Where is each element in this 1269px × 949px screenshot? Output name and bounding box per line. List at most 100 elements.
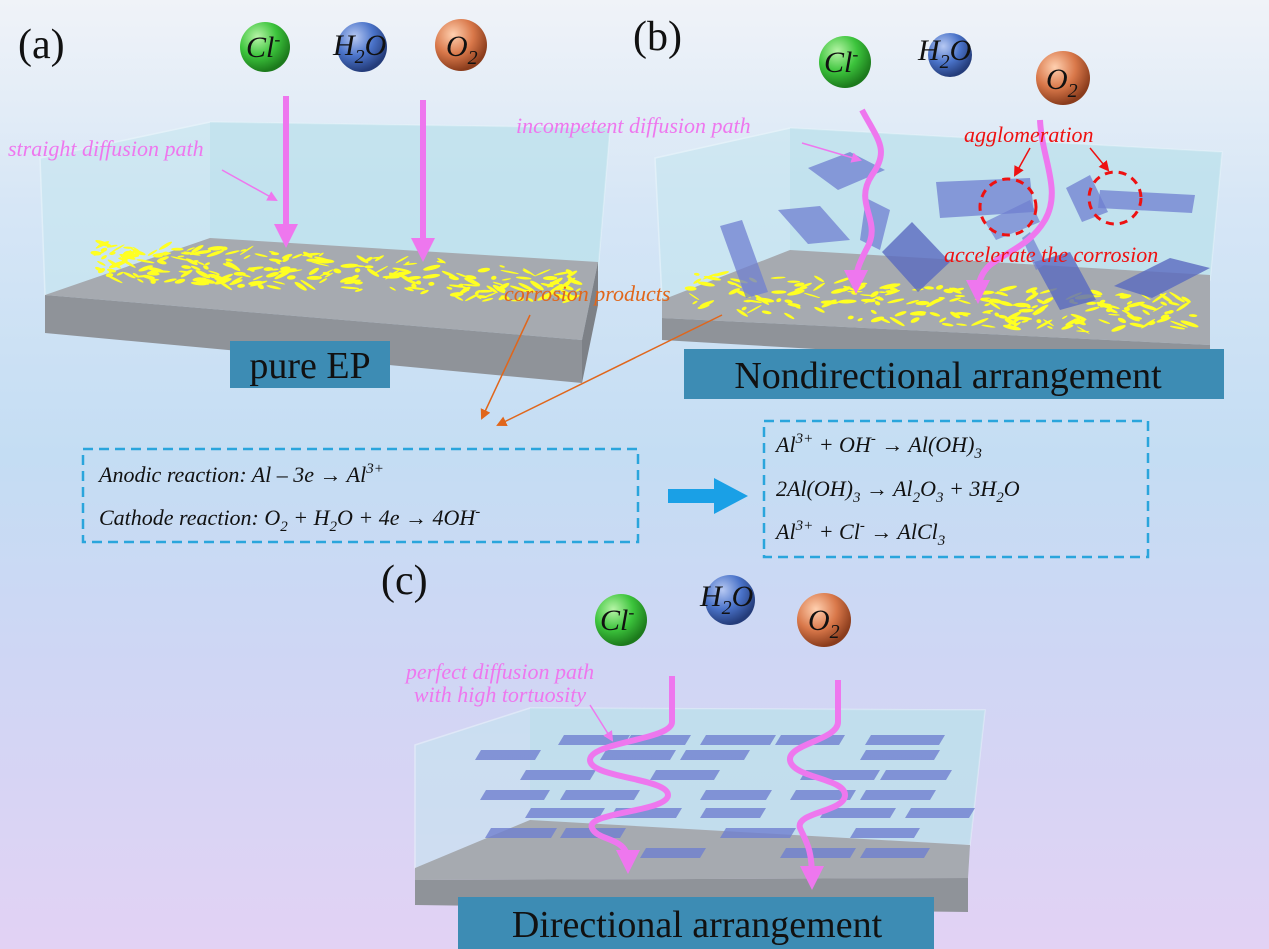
flake	[790, 790, 856, 800]
corrosion-speck	[441, 270, 456, 278]
agglomeration-circle-1	[978, 177, 1038, 237]
corrosion-speck	[225, 261, 241, 272]
corrosion-speck	[955, 323, 968, 326]
flake	[905, 808, 975, 818]
corrosion-speck	[97, 260, 106, 266]
corrosion-speck	[190, 281, 207, 286]
corrosion-speck	[249, 280, 268, 287]
o2-label-c: O2	[808, 604, 840, 643]
corrosion-speck	[240, 249, 247, 252]
aligned-flakes	[475, 735, 975, 858]
cl-ion-ball-a	[240, 22, 290, 72]
corrosion-speck	[1013, 302, 1030, 308]
corrosion-speck	[713, 271, 729, 277]
corrosion-speck	[464, 277, 481, 286]
corrosion-speck	[319, 278, 328, 284]
flake	[860, 750, 940, 760]
corrosion-speck	[1148, 321, 1156, 326]
corrosion-speck	[728, 288, 740, 295]
corrosion-speck	[847, 315, 854, 320]
corrosion-speck	[1061, 315, 1068, 320]
corrosion-speck	[1047, 326, 1053, 329]
corrosion-speck	[1005, 311, 1022, 321]
corrosion-speck	[130, 248, 143, 255]
panel-c: perfect diffusion path with high tortuos…	[381, 558, 986, 949]
corrosion-speck	[404, 287, 414, 292]
cl-ion-ball-c	[595, 594, 647, 646]
corrosion-speck	[1025, 292, 1039, 302]
corrosion-speck	[1021, 319, 1029, 323]
corrosion-products-b	[684, 271, 1199, 334]
corrosion-speck	[771, 290, 787, 294]
corrosion-speck	[423, 267, 433, 271]
corrosion-speck	[392, 267, 410, 272]
corrosion-speck	[459, 286, 471, 294]
corrosion-speck	[982, 309, 994, 314]
corrosion-speck	[515, 276, 532, 280]
corrosion-speck	[183, 251, 201, 256]
corrosion-speck	[1129, 322, 1145, 328]
corrosion-speck	[229, 279, 243, 286]
flake	[880, 770, 952, 780]
corrosion-speck	[1036, 319, 1053, 329]
corrosion-speck	[1181, 296, 1191, 303]
corrosion-speck	[203, 265, 209, 270]
corrosion-speck	[510, 285, 528, 293]
corrosion-speck	[281, 253, 293, 259]
corrosion-speck	[180, 269, 193, 278]
corrosion-speck	[915, 300, 930, 306]
corrosion-speck	[954, 295, 966, 298]
corrosion-speck	[702, 273, 717, 280]
corrosion-speck	[411, 283, 417, 288]
corrosion-speck	[406, 275, 422, 280]
corrosion-speck	[1169, 325, 1186, 330]
corrosion-speck	[257, 283, 264, 290]
corrosion-speck	[929, 312, 941, 317]
corrosion-speck	[1141, 294, 1151, 300]
corrosion-speck	[107, 268, 117, 273]
corrosion-speck	[314, 256, 331, 262]
corrosion-speck	[486, 285, 498, 294]
flake	[808, 152, 885, 190]
h2o-ball-b	[928, 33, 972, 77]
corrosion-speck	[1036, 298, 1045, 304]
flake	[700, 808, 766, 818]
corrosion-speck	[123, 246, 134, 249]
corrosion-speck	[481, 297, 494, 302]
corrosion-speck	[266, 272, 279, 278]
corrosion-speck	[151, 269, 157, 275]
corrosion-speck	[1160, 301, 1168, 306]
corrosion-speck	[373, 265, 388, 274]
corrosion-speck	[198, 277, 216, 284]
corrosion-speck	[147, 249, 158, 256]
flake	[700, 735, 776, 745]
corrosion-speck	[499, 265, 505, 268]
corrosion-speck	[181, 265, 192, 269]
corrosion-speck	[340, 276, 354, 283]
corrosion-speck	[95, 240, 112, 247]
corrosion-speck	[93, 251, 105, 256]
corrosion-speck	[741, 306, 747, 311]
corrosion-speck	[162, 251, 169, 256]
corrosion-speck	[501, 278, 512, 281]
corrosion-speck	[1042, 297, 1054, 305]
corrosion-speck	[794, 282, 805, 287]
corrosion-speck	[266, 285, 281, 290]
corrosion-speck	[575, 288, 581, 292]
corrosion-speck	[1085, 306, 1100, 312]
flake	[882, 222, 950, 292]
perfect-diffusion-label-line2: with high tortuosity	[414, 682, 587, 707]
h2o-label-a: H2O	[332, 29, 386, 68]
corrosion-speck	[697, 281, 715, 287]
corrosion-speck	[1168, 301, 1180, 306]
corrosion-speck	[510, 299, 524, 302]
corrosion-speck	[395, 255, 409, 264]
agglomeration-circle-2	[1087, 170, 1143, 226]
corrosion-speck	[448, 275, 460, 281]
corrosion-leader-1	[480, 314, 531, 420]
corrosion-speck	[192, 277, 203, 282]
flake	[640, 848, 706, 858]
corrosion-speck	[949, 297, 961, 302]
corrosion-speck	[699, 301, 710, 307]
corrosion-speck	[170, 256, 190, 261]
